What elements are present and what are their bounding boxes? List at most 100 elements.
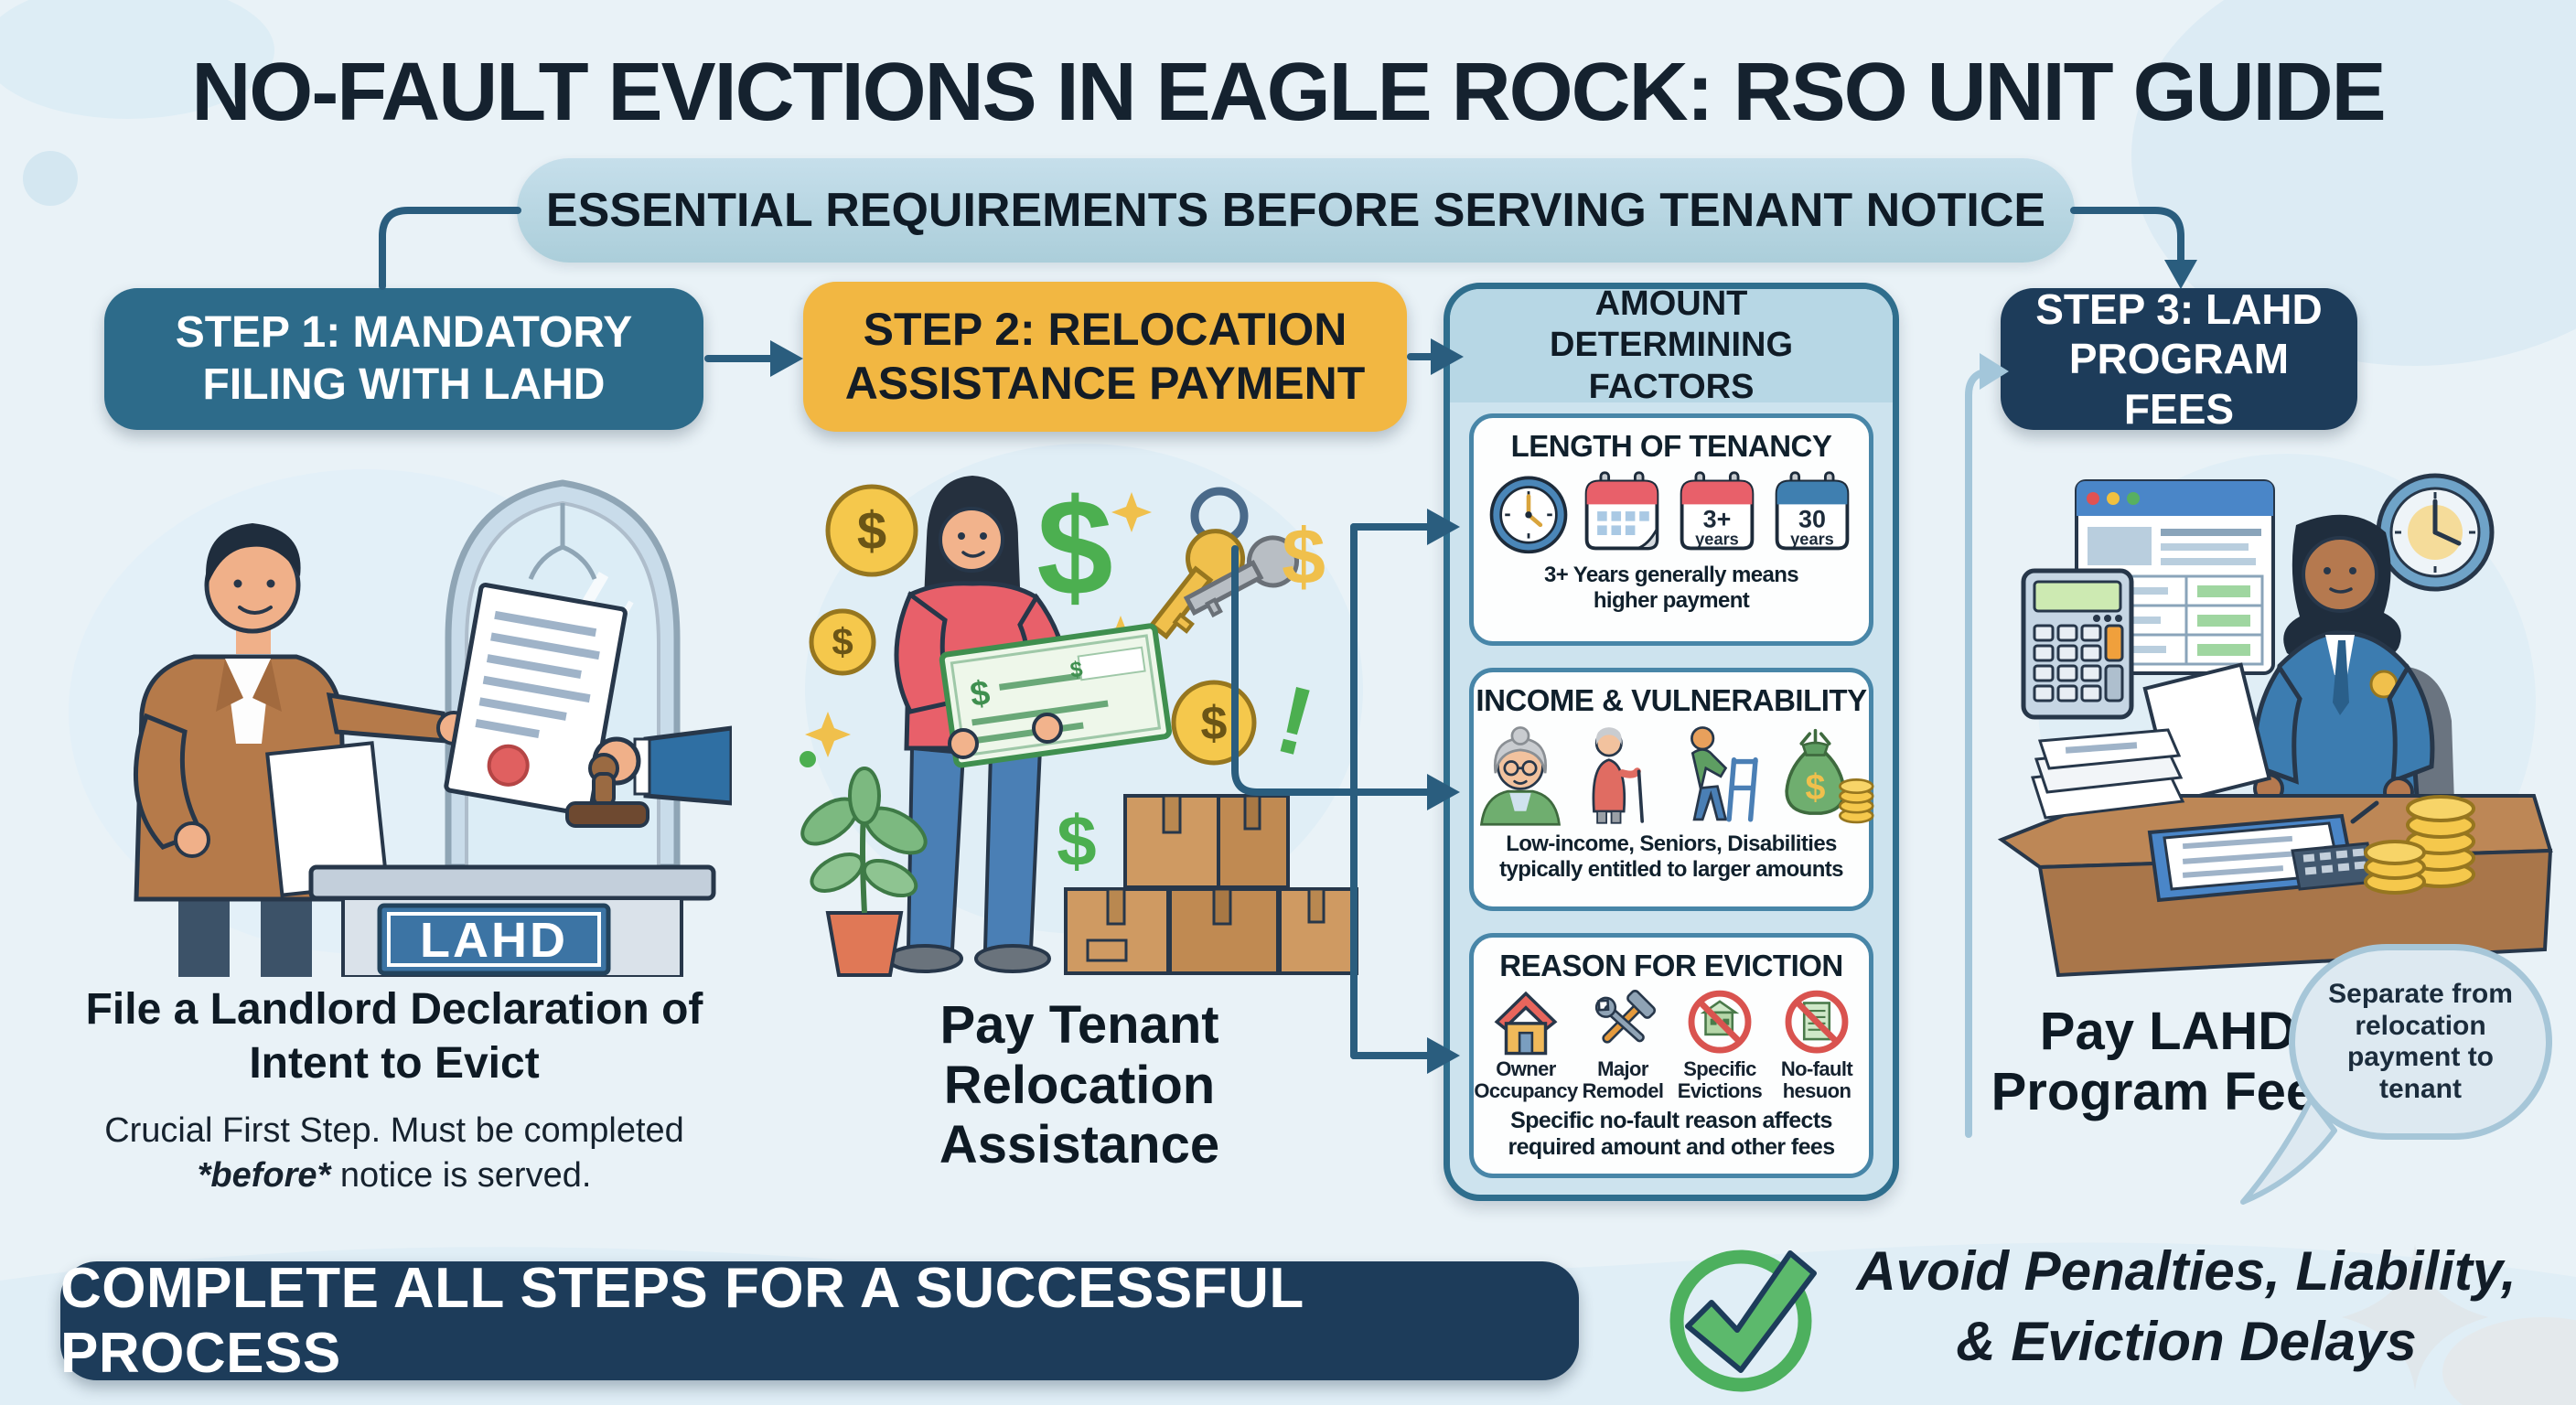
- factor-card-reason-for-eviction: REASON FOR EVICTION Owner Occupancy: [1469, 933, 1873, 1178]
- lahd-desk: LAHD: [308, 864, 716, 977]
- senior-woman-icon: [1479, 726, 1562, 826]
- elderly-woman-cane-icon: [1592, 727, 1644, 824]
- footer-banner-text: COMPLETE ALL STEPS FOR A SUCCESSFUL PROC…: [60, 1257, 1304, 1385]
- page-title: NO-FAULT EVICTIONS IN EAGLE ROCK: RSO UN…: [191, 47, 2386, 138]
- factors-panel-header-text: AMOUNT DETERMINING FACTORS: [1550, 284, 1793, 406]
- hammer-wrench-icon: [1594, 989, 1657, 1044]
- green-checkmark-icon: [1669, 1249, 1817, 1392]
- note-suffix: notice is served.: [330, 1155, 592, 1195]
- step2-header-text: STEP 2: RELOCATION ASSISTANCE PAYMENT: [844, 304, 1366, 409]
- vulnerability-icon-row: $: [1468, 724, 1874, 826]
- moving-boxes-icon: [1064, 794, 1358, 975]
- reason-label: Major Remodel: [1582, 1057, 1664, 1102]
- svg-text:$: $: [1806, 767, 1826, 808]
- reason-label: No-fault hesuon: [1780, 1057, 1853, 1102]
- tenancy-icon-row: 3+ years 30 years: [1487, 469, 1856, 557]
- step1-caption: File a Landlord Declaration of Intent to…: [85, 985, 703, 1088]
- step2-caption: Pay Tenant Relocation Assistance: [939, 995, 1220, 1175]
- reason-icon-row: Owner Occupancy Major Remodel: [1474, 989, 1865, 1102]
- note-emphasis: *before*: [197, 1155, 331, 1195]
- svg-text:$: $: [857, 501, 886, 561]
- rubber-stamp-icon: [565, 801, 649, 828]
- no-eviction-sign-icon: [1688, 990, 1752, 1054]
- money-bag-coins-icon: $: [1785, 728, 1874, 824]
- connector-banner-to-step3: [2070, 207, 2184, 263]
- step1-header-text: STEP 1: MANDATORY FILING WITH LAHD: [175, 307, 633, 409]
- speech-bubble-tail: [2240, 1097, 2337, 1205]
- reason-label: Owner Occupancy: [1474, 1057, 1578, 1102]
- card-caption: Low-income, Seniors, Disabilities typica…: [1499, 831, 1843, 883]
- svg-text:30: 30: [1798, 505, 1826, 532]
- speech-bubble: Separate from relocation payment to tena…: [2289, 944, 2552, 1140]
- calendar-30-icon: 30 years: [1775, 471, 1850, 551]
- small-calculator-icon: [2291, 842, 2377, 891]
- card-title: LENGTH OF TENANCY: [1510, 429, 1832, 463]
- coin-stacks-icon: [2364, 795, 2475, 895]
- banner-text: ESSENTIAL REQUIREMENTS BEFORE SERVING TE…: [545, 184, 2046, 237]
- step1-header: STEP 1: MANDATORY FILING WITH LAHD: [104, 288, 703, 430]
- dollar-sign-icon: $: [1036, 470, 1112, 624]
- factor-card-length-of-tenancy: LENGTH OF TENANCY: [1469, 413, 1873, 646]
- man-with-walker-icon: [1690, 726, 1758, 822]
- reason-item-owner-occupancy: Owner Occupancy: [1474, 989, 1578, 1102]
- card-caption: 3+ Years generally means higher payment: [1543, 563, 1799, 614]
- card-title: REASON FOR EVICTION: [1499, 949, 1843, 982]
- card-title: INCOME & VULNERABILITY: [1476, 683, 1867, 717]
- coin-icon: $: [809, 608, 876, 676]
- step3-caption: Pay LAHD Program Fees: [1991, 1002, 2345, 1121]
- lahd-sign: [377, 903, 611, 976]
- svg-text:$: $: [1201, 697, 1228, 750]
- factor-card-income-vulnerability: INCOME & VULNERABILITY: [1468, 668, 1874, 911]
- coin-icon: $: [1171, 680, 1257, 766]
- keys-icon: [1148, 487, 1299, 640]
- red-seal-icon: [487, 744, 530, 787]
- svg-text:years: years: [1790, 530, 1834, 549]
- footer-highlight: Avoid Penalties, Liability, & Eviction D…: [1811, 1237, 2561, 1378]
- reason-item-major-remodel: Major Remodel: [1574, 989, 1671, 1102]
- banner-essential-requirements: ESSENTIAL REQUIREMENTS BEFORE SERVING TE…: [517, 158, 2075, 263]
- connector-banner-to-step1: [379, 207, 521, 290]
- papers-stack-icon: [2031, 728, 2185, 820]
- reason-item-no-fault: No-fault hesuon: [1768, 989, 1865, 1102]
- step1-note: Crucial First Step. Must be completed *b…: [65, 1109, 724, 1197]
- dollar-sign-icon: $: [1057, 800, 1096, 881]
- declaration-document: [444, 583, 628, 817]
- step1-illustration: LAHD: [69, 469, 732, 977]
- reason-label: Specific Evictions: [1677, 1057, 1763, 1102]
- card-caption: Specific no-fault reason affects require…: [1508, 1107, 1835, 1161]
- note-prefix: Crucial First Step. Must be completed: [104, 1111, 684, 1150]
- arrowhead-right-icon: [770, 340, 803, 377]
- sparkle-icon: [805, 712, 851, 757]
- speech-bubble-text: Separate from relocation payment to tena…: [2328, 979, 2513, 1104]
- house-icon: [1494, 991, 1558, 1056]
- step3-header: STEP 3: LAHD PROGRAM FEES: [2001, 285, 2357, 433]
- dollar-sign-icon: $: [1282, 513, 1326, 601]
- calendar-3plus-icon: 3+ years: [1680, 471, 1755, 551]
- highlight-line2: & Eviction Delays: [1956, 1310, 2417, 1372]
- sparkle-icon: [1111, 492, 1152, 532]
- clock-icon: [1489, 476, 1568, 554]
- wall-clock-icon: [2376, 473, 2495, 592]
- coin-icon: $: [825, 484, 918, 577]
- step2-illustration: $ $ $ $ $ !: [800, 444, 1363, 977]
- svg-text:3+: 3+: [1703, 505, 1732, 532]
- landlord-figure: [133, 523, 471, 977]
- step3-illustration: [1997, 454, 2553, 977]
- footer-banner: COMPLETE ALL STEPS FOR A SUCCESSFUL PROC…: [60, 1257, 1579, 1385]
- dot-decoration: [800, 751, 816, 767]
- potted-plant-icon: [800, 767, 928, 977]
- lahd-sign-text: LAHD: [420, 913, 568, 968]
- clerk-arm-with-stamp: [565, 725, 732, 828]
- calendar-icon: [1584, 471, 1659, 551]
- step2-header: STEP 2: RELOCATION ASSISTANCE PAYMENT: [803, 282, 1407, 432]
- svg-text:$: $: [1068, 657, 1085, 683]
- no-fault-document-icon: [1785, 990, 1849, 1054]
- calculator-icon: [2021, 568, 2134, 720]
- relocation-check: $ $: [939, 623, 1172, 768]
- highlight-line1: Avoid Penalties, Liability,: [1856, 1240, 2517, 1302]
- reason-item-specific-evictions: Specific Evictions: [1671, 989, 1768, 1102]
- svg-text:years: years: [1695, 530, 1739, 549]
- factors-panel-header: AMOUNT DETERMINING FACTORS: [1450, 284, 1893, 406]
- step3-header-text: STEP 3: LAHD PROGRAM FEES: [2035, 285, 2323, 433]
